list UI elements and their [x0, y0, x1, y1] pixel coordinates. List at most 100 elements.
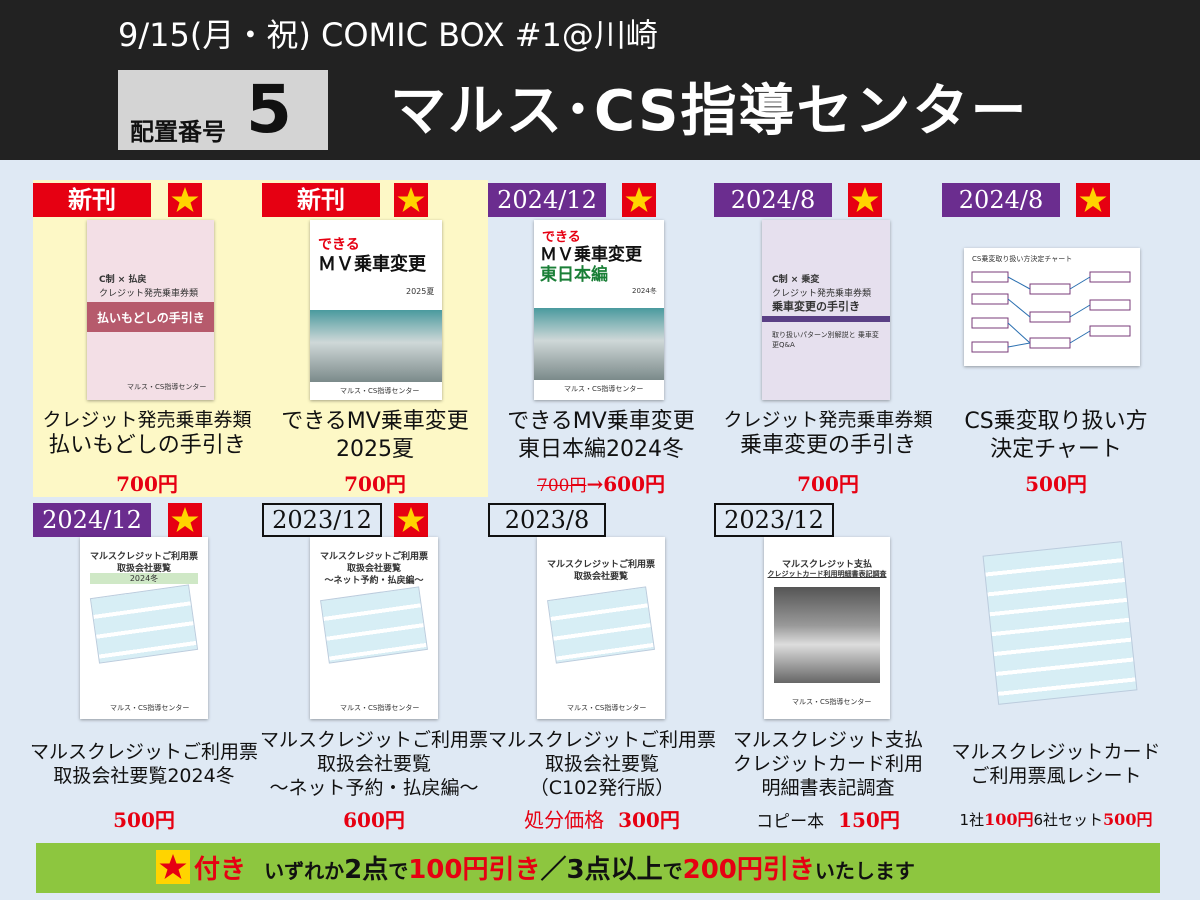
- item-title: マルスクレジットご利用票 取扱会社要覧 〜ネット予約・払戻編〜: [260, 728, 488, 800]
- cover-head2: 取扱会社要覧: [116, 564, 171, 574]
- book-cover: できる ＭＶ乗車変更 東日本編 2024冬 マルス・CS指導センター: [534, 220, 664, 400]
- book-cover: C制 × 乗変 クレジット発売乗車券類 乗車変更の手引き 取り扱いパターン別解説…: [762, 220, 890, 400]
- circle-name: マルス･CS指導センター: [390, 79, 1029, 144]
- cover-head1: マルスクレジット支払: [781, 560, 872, 570]
- item-price: 処分価格 300円: [488, 804, 716, 833]
- item-title-line1: マルスクレジットご利用票: [488, 729, 717, 751]
- cover-sub: 東日本編: [540, 265, 608, 285]
- item-title-line2: 乗車変更の手引き: [739, 433, 916, 458]
- item-price: 700円: [262, 468, 488, 497]
- cover-publisher: マルス・CS指導センター: [567, 704, 647, 712]
- cover-sub: クレジット発売乗車券類: [772, 289, 872, 299]
- cover-publisher: マルス・CS指導センター: [340, 704, 420, 712]
- cover-publisher: マルス・CS指導センター: [110, 704, 190, 712]
- cover-head3: 〜ネット予約・払戻編〜: [324, 576, 424, 586]
- price-value: 700円: [344, 472, 406, 496]
- cover-head1: マルスクレジットご利用票: [319, 552, 428, 562]
- cover-head1: マルスクレジットご利用票: [546, 560, 655, 570]
- cover-photo: [774, 587, 880, 683]
- item-title-line1: マルスクレジット支払: [732, 729, 923, 751]
- cover-title: ＭＶ乗車変更: [540, 245, 642, 265]
- item-title-line2: 払いもどしの手引き: [48, 433, 246, 458]
- cover-year: 2024冬: [632, 287, 657, 295]
- discount-part1: 付き: [194, 855, 247, 885]
- item-title-line3: 〜ネット予約・払戻編〜: [269, 777, 479, 799]
- cover-publisher: マルス・CS指導センター: [127, 383, 207, 391]
- item-tag: 新刊: [33, 183, 151, 217]
- item-title-line2: 取扱会社要覧: [544, 753, 659, 775]
- cover-title: 乗車変更の手引き: [772, 300, 860, 313]
- price-label: 処分価格: [524, 808, 605, 832]
- price-value: 600円: [603, 472, 665, 496]
- item-title: クレジット発売乗車券類 乗車変更の手引き: [714, 408, 942, 460]
- item-title: できるMV乗車変更 2025夏: [262, 408, 488, 464]
- cover-publisher: マルス・CS指導センター: [340, 387, 420, 395]
- star-icon: [168, 503, 202, 537]
- booth-number-label: 配置番号: [130, 118, 226, 146]
- price-value: 700円: [116, 472, 178, 496]
- item-title-line2: 東日本編2024冬: [518, 437, 684, 462]
- cover-top: できる: [318, 237, 360, 253]
- star-icon: [1076, 183, 1110, 217]
- header-banner: 9/15(月・祝) COMIC BOX #1@川崎 配置番号 5 マルス･CS指…: [0, 0, 1200, 160]
- item-title: マルスクレジットカード ご利用票風レシート: [942, 740, 1170, 788]
- price-old: 700円: [537, 476, 587, 496]
- discount-part9: 200円引き: [682, 855, 815, 885]
- item-title-line3: 明細書表記調査: [761, 777, 895, 799]
- cover-photo: [534, 308, 664, 380]
- discount-part8: で: [662, 859, 683, 883]
- price-value: 500円: [1025, 472, 1087, 496]
- item-title-line2: 取扱会社要覧2024冬: [53, 765, 235, 787]
- item-title-line2: クレジットカード利用: [732, 753, 923, 775]
- price-value: 500円: [113, 808, 175, 832]
- item-tag: 2024/12: [488, 183, 606, 217]
- price-value: 300円: [618, 808, 680, 832]
- cover-tag: C制 × 乗変: [772, 275, 820, 285]
- item-title-line1: できるMV乗車変更: [281, 409, 469, 434]
- cover-tickets: [89, 584, 199, 664]
- item-price: 1社100円6社セット500円: [942, 806, 1170, 830]
- discount-part3: 2点: [344, 855, 389, 885]
- item-title-line2: ご利用票風レシート: [970, 765, 1142, 787]
- price-b-label: 6社セット: [1033, 811, 1104, 829]
- item-title-line1: マルスクレジットご利用票: [260, 729, 489, 751]
- cover-top: できる: [542, 230, 581, 245]
- price-b-value: 500円: [1103, 810, 1153, 829]
- item-tag: 2023/12: [714, 503, 834, 537]
- booth-number-value: 5: [246, 71, 292, 148]
- cover-title: ＭＶ乗車変更: [318, 254, 426, 275]
- discount-part7: 3点以上: [566, 855, 663, 885]
- item-title: マルスクレジットご利用票 取扱会社要覧2024冬: [30, 740, 258, 788]
- price-value: 600円: [343, 808, 405, 832]
- cover-publisher: マルス・CS指導センター: [564, 385, 644, 393]
- item-price: 500円: [942, 468, 1170, 497]
- cover-head2: 取扱会社要覧: [573, 572, 628, 582]
- item-tag: 2023/8: [488, 503, 606, 537]
- price-a-label: 1社: [959, 811, 985, 829]
- discount-part2: いずれか: [264, 859, 345, 883]
- item-title-line1: CS乗変取り扱い方: [964, 409, 1148, 434]
- item-title-line1: できるMV乗車変更: [507, 409, 695, 434]
- star-icon: [394, 503, 428, 537]
- item-tag: 2024/12: [33, 503, 151, 537]
- discount-text: 付き いずれか2点で100円引き／3点以上で200円引きいたします: [156, 849, 915, 886]
- item-title-line2: 2025夏: [336, 437, 414, 462]
- item-price: 700円: [714, 468, 942, 497]
- booth-number-box: 配置番号 5: [118, 70, 328, 150]
- star-icon: [622, 183, 656, 217]
- item-price: 600円: [260, 804, 488, 833]
- cover-tag: C制 × 払戻: [99, 275, 147, 285]
- item-price: 500円: [30, 804, 258, 833]
- price-a-value: 100円: [984, 810, 1034, 829]
- item-title-line1: マルスクレジットカード: [951, 741, 1161, 763]
- cover-title: 払いもどしの手引き: [97, 311, 205, 325]
- cover-head2: 取扱会社要覧: [346, 564, 401, 574]
- price-value: 150円: [838, 808, 900, 832]
- cover-head2: クレジットカード利用明細書表記調査: [767, 570, 887, 578]
- cover-sub: クレジット発売乗車券類: [99, 289, 199, 299]
- cover-stripe: [762, 316, 890, 322]
- item-title: クレジット発売乗車券類 払いもどしの手引き: [33, 408, 261, 460]
- book-cover: マルスクレジット支払 クレジットカード利用明細書表記調査 マルス・CS指導センタ…: [764, 537, 890, 719]
- item-title-line2: 決定チャート: [990, 437, 1122, 462]
- item-title-line1: マルスクレジットご利用票: [30, 741, 259, 763]
